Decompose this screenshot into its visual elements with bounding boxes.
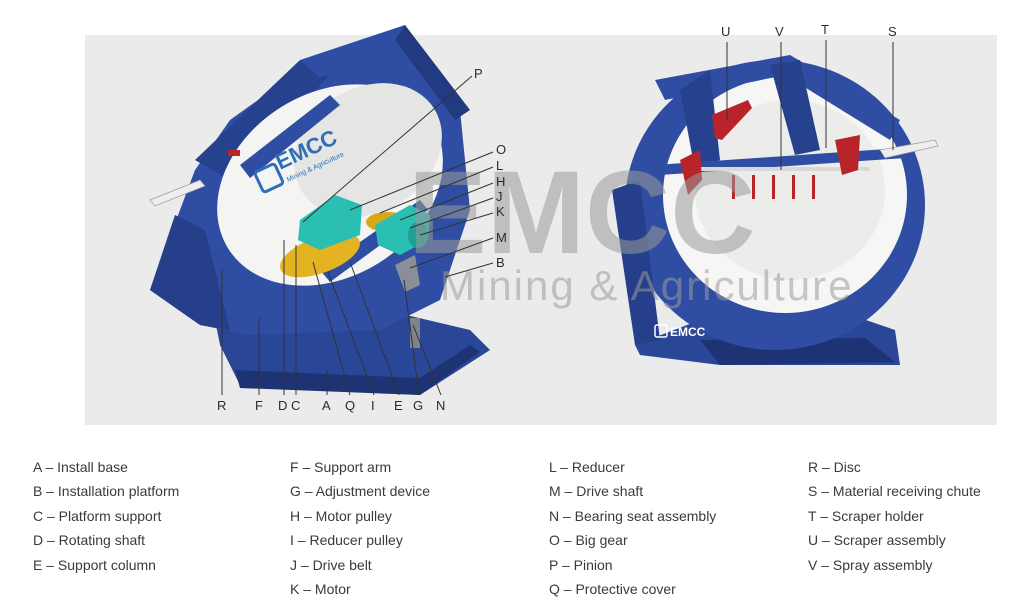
callout-V: V [775, 24, 784, 39]
legend-item: G – Adjustment device [290, 483, 431, 500]
leader-lines [221, 40, 894, 396]
callout-B: B [496, 255, 505, 270]
legend-item: V – Spray assembly [808, 556, 933, 573]
callout-R: R [217, 398, 226, 413]
callout-I: I [371, 398, 375, 413]
legend-item: T – Scraper holder [808, 507, 924, 524]
legend-column-1: A – Install base B – Installation platfo… [33, 455, 179, 577]
legend-item: M – Drive shaft [549, 483, 644, 500]
callout-labels: P O L H J K M B R F D C A Q I E G N U V … [217, 22, 897, 413]
right-machine: EMCC [612, 55, 939, 365]
legend-item: N – Bearing seat assembly [549, 507, 717, 524]
callout-C: C [291, 398, 300, 413]
legend-item: F – Support arm [290, 459, 392, 475]
callout-A: A [322, 398, 331, 413]
legend-item: A – Install base [33, 459, 128, 475]
callout-L: L [496, 158, 503, 173]
emcc-logo-icon [253, 162, 285, 194]
callout-H: H [496, 174, 505, 189]
callout-K: K [496, 204, 505, 219]
spray-nozzles [732, 175, 815, 199]
right-top-frame [655, 55, 900, 140]
legend-item: K – Motor [290, 580, 351, 597]
legend-item: B – Installation platform [33, 483, 180, 500]
watermark-tagline: Mining & Agriculture [440, 262, 854, 309]
parts-legend: A – Install base B – Installation platfo… [0, 455, 1024, 605]
legend-column-2: F – Support arm G – Adjustment device H … [290, 455, 430, 601]
callout-J: J [496, 189, 503, 204]
callout-U: U [721, 24, 730, 39]
legend-column-3: L – Reducer M – Drive shaft N – Bearing … [549, 455, 716, 601]
left-machine: EMCC Mining & Agriculture [149, 25, 490, 395]
right-logo-brand: EMCC [670, 325, 706, 339]
legend-item: S – Material receiving chute [808, 483, 981, 500]
scraper-assembly [712, 100, 752, 140]
callout-G: G [413, 398, 423, 413]
legend-item: L – Reducer [549, 459, 625, 475]
diagram-svg: EMCC Mining & Agriculture [85, 22, 997, 425]
legend-item: O – Big gear [549, 532, 628, 549]
legend-item: I – Reducer pulley [290, 532, 403, 549]
support-column [410, 318, 420, 348]
callout-E: E [394, 398, 403, 413]
callout-M: M [496, 230, 507, 245]
callout-O: O [496, 142, 506, 157]
callout-Q: Q [345, 398, 355, 413]
legend-item: C – Platform support [33, 507, 162, 524]
callout-P: P [474, 66, 483, 81]
legend-item: U – Scraper assembly [808, 532, 946, 549]
reducer [298, 195, 362, 250]
legend-item: P – Pinion [549, 556, 613, 573]
callout-S: S [888, 24, 897, 39]
legend-column-4: R – Disc S – Material receiving chute T … [808, 455, 981, 577]
spray-bar [700, 167, 870, 171]
machine-diagram: EMCC Mining & Agriculture [85, 22, 997, 425]
watermark: EMCC Mining & Agriculture [408, 147, 854, 309]
legend-item: D – Rotating shaft [33, 532, 146, 549]
callout-D: D [278, 398, 287, 413]
callout-N: N [436, 398, 445, 413]
callout-T: T [821, 22, 829, 37]
callout-F: F [255, 398, 263, 413]
legend-item: H – Motor pulley [290, 507, 392, 524]
big-gear [280, 232, 360, 278]
legend-item: J – Drive belt [290, 556, 372, 573]
watermark-brand: EMCC [408, 147, 755, 279]
legend-item: Q – Protective cover [549, 580, 676, 597]
right-logo-icon [654, 324, 668, 338]
adjustment-device [395, 255, 420, 292]
legend-item: R – Disc [808, 459, 861, 475]
legend-item: E – Support column [33, 556, 156, 573]
material-receiving-chute [879, 139, 939, 159]
